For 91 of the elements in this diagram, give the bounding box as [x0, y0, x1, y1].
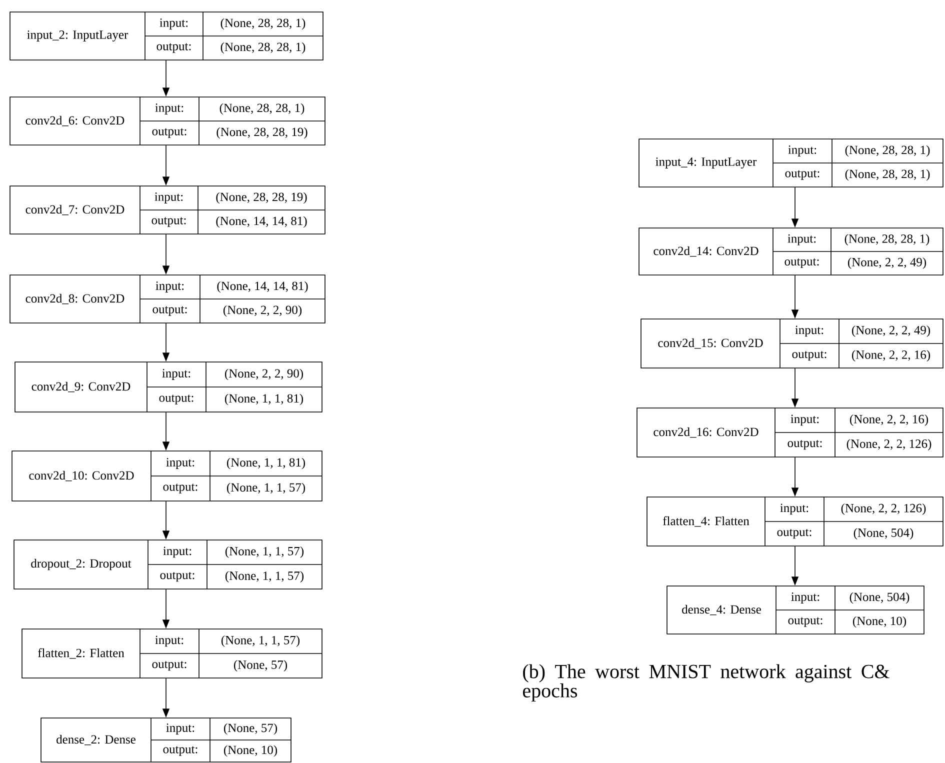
layer-box — [640, 318, 944, 368]
shape-value: (None, 1, 1, 81) — [224, 394, 304, 406]
layer-box — [646, 496, 944, 546]
shape-value: (None, 1, 1, 57) — [221, 636, 300, 647]
layer-name: input_2: InputLayer — [27, 30, 128, 42]
layer-name: conv2d_9: Conv2D — [32, 382, 130, 392]
port-label: input: — [160, 18, 188, 30]
layer-box — [636, 408, 944, 458]
port-label: input: — [162, 369, 190, 380]
layer-name: dense_4: Dense — [682, 604, 761, 616]
layer-box — [40, 718, 292, 762]
layer-box — [10, 186, 326, 234]
shape-value: (None, 2, 2, 49) — [852, 326, 930, 337]
port-label: output: — [152, 128, 186, 138]
layer-name: conv2d_8: Conv2D — [26, 294, 124, 304]
shape-value: (None, 2, 2, 126) — [841, 504, 926, 515]
port-label: input: — [791, 592, 820, 604]
layer-box — [14, 362, 322, 412]
shape-value: (None, 28, 28, 1) — [845, 145, 930, 157]
shape-value: (None, 1, 1, 57) — [225, 546, 304, 558]
layer-box — [10, 96, 326, 146]
layer-name: dropout_2: Dropout — [31, 558, 132, 570]
port-label: input: — [163, 546, 192, 558]
port-label: input: — [788, 234, 816, 246]
port-label: input: — [155, 104, 184, 114]
layer-box — [22, 628, 322, 678]
shape-value: (None, 57) — [224, 723, 278, 735]
port-label: output: — [152, 217, 186, 227]
layer-box — [10, 274, 326, 324]
shape-value: (None, 10) — [852, 616, 906, 628]
port-label: output: — [792, 350, 826, 361]
shape-value: (None, 2, 2, 49) — [848, 258, 926, 269]
port-label: input: — [166, 458, 194, 469]
port-label: input: — [156, 282, 184, 292]
port-label: output: — [784, 258, 819, 268]
shape-value: (None, 28, 28, 19) — [216, 127, 308, 139]
shape-value: (None, 504) — [850, 592, 910, 604]
layer-name: input_4: InputLayer — [656, 158, 757, 168]
port-label: input: — [788, 146, 816, 156]
layer-box — [14, 540, 322, 590]
port-label: input: — [155, 636, 184, 647]
port-label: output: — [160, 572, 194, 582]
layer-box — [638, 228, 944, 276]
layer-name: conv2d_16: Conv2D — [654, 427, 758, 438]
port-label: input: — [780, 504, 808, 515]
shape-value: (None, 28, 28, 1) — [845, 169, 930, 181]
caption: (b) The worst MNIST network against C& epochs — [523, 664, 890, 702]
shape-value: (None, 1, 1, 81) — [226, 458, 306, 470]
shape-value: (None, 10) — [224, 745, 278, 757]
shape-value: (None, 14, 14, 81) — [216, 216, 307, 228]
layer-name: flatten_2: Flatten — [38, 648, 124, 659]
port-label: output: — [163, 746, 198, 756]
layer-name: conv2d_15: Conv2D — [658, 338, 763, 349]
layer-box — [666, 586, 924, 634]
port-label: output: — [156, 43, 191, 53]
port-label: output: — [152, 660, 186, 671]
port-label: output: — [788, 617, 822, 627]
shape-value: (None, 28, 28, 19) — [216, 192, 307, 204]
layer-name: conv2d_14: Conv2D — [654, 246, 758, 257]
port-label: output: — [163, 484, 198, 494]
layer-name: flatten_4: Flatten — [663, 516, 750, 527]
layer-box — [638, 138, 944, 188]
shape-value: (None, 28, 28, 1) — [220, 42, 306, 54]
shape-value: (None, 2, 2, 126) — [846, 439, 932, 450]
port-label: output: — [788, 440, 822, 450]
port-label: output: — [785, 170, 820, 180]
shape-value: (None, 28, 28, 1) — [220, 18, 306, 30]
port-label: output: — [777, 528, 812, 539]
port-label: input: — [166, 724, 194, 734]
shape-value: (None, 2, 2, 16) — [852, 350, 930, 362]
port-label: input: — [154, 192, 183, 204]
shape-value: (None, 504) — [854, 528, 914, 540]
port-label: input: — [790, 414, 819, 426]
port-label: input: — [795, 326, 824, 337]
layer-name: conv2d_7: Conv2D — [26, 204, 124, 216]
port-label: output: — [152, 306, 187, 316]
layer-name: conv2d_10: Conv2D — [29, 470, 134, 482]
shape-value: (None, 2, 2, 90) — [224, 368, 304, 380]
shape-value: (None, 14, 14, 81) — [217, 281, 308, 293]
shape-value: (None, 2, 2, 90) — [223, 305, 302, 317]
layer-box — [12, 450, 322, 502]
layer-box — [10, 12, 324, 60]
shape-value: (None, 1, 1, 57) — [225, 571, 304, 582]
shape-value: (None, 2, 2, 16) — [850, 414, 928, 426]
layer-name: dense_2: Dense — [56, 734, 136, 746]
port-label: output: — [159, 394, 194, 404]
shape-value: (None, 28, 28, 1) — [844, 234, 930, 246]
layer-name: conv2d_6: Conv2D — [26, 116, 124, 126]
shape-value: (None, 1, 1, 57) — [226, 482, 306, 494]
shape-value: (None, 28, 28, 1) — [220, 103, 304, 115]
shape-value: (None, 57) — [234, 660, 288, 672]
